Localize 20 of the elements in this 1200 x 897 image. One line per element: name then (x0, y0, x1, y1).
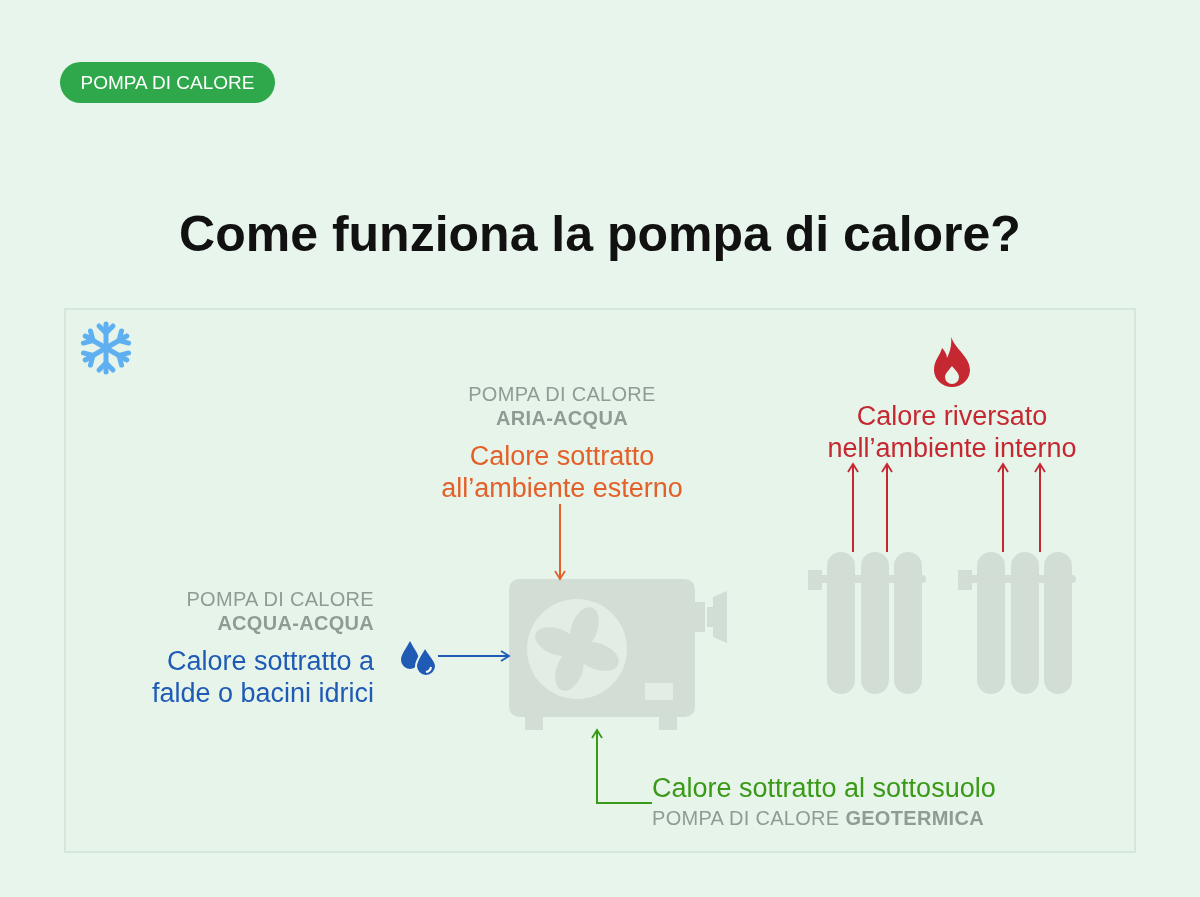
type-label: POMPA DI CALORE GEOTERMICA (652, 806, 985, 830)
radiator-drawing (806, 552, 928, 694)
arrow (591, 729, 653, 804)
heat-source-label: Calore riversato nell’ambiente interno (826, 400, 1078, 464)
arrow (847, 463, 859, 553)
arrow (554, 503, 566, 580)
type-label: POMPA DI CALORE ARIA-ACQUA (467, 382, 657, 430)
heat-source-label: Calore sottratto all’ambiente esterno (440, 440, 684, 504)
heat-source-label: Calore sottratto a falde o bacini idrici (150, 645, 374, 709)
arrow (1034, 463, 1046, 553)
heat-pump-unit-drawing (509, 579, 729, 730)
category-badge: POMPA DI CALORE (60, 62, 275, 103)
arrow (997, 463, 1009, 553)
panel-background (64, 308, 1136, 853)
arrow (437, 650, 510, 662)
radiator-drawing (956, 552, 1078, 694)
arrow (881, 463, 893, 553)
type-label: POMPA DI CALORE ACQUA-ACQUA (185, 587, 374, 635)
title: Come funziona la pompa di calore? (178, 205, 1022, 263)
heat-source-label: Calore sottratto al sottosuolo (652, 772, 997, 804)
